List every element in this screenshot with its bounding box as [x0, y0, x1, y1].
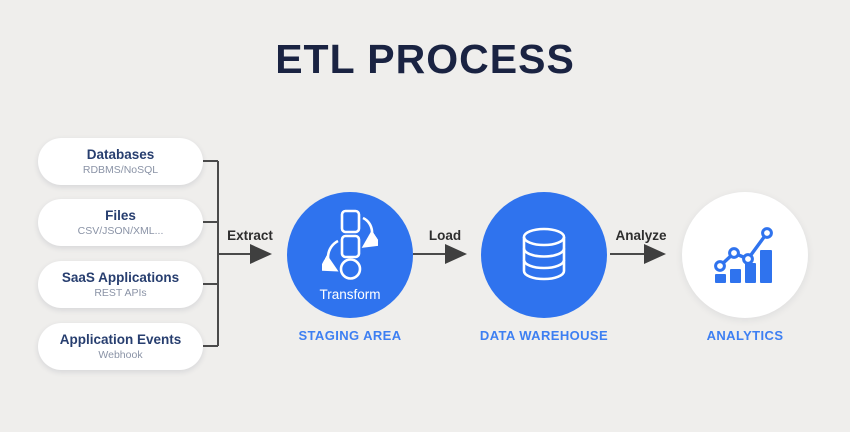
analyze-arrow-label: Analyze [615, 228, 667, 243]
data-warehouse-node [481, 192, 607, 318]
source-subtitle: CSV/JSON/XML... [77, 225, 164, 238]
source-subtitle: Webhook [98, 349, 143, 362]
load-arrow-label: Load [428, 228, 462, 243]
source-title: SaaS Applications [61, 269, 180, 285]
source-title: Databases [86, 146, 155, 162]
transform-icon [322, 209, 378, 280]
source-title: Files [105, 207, 136, 223]
staging-area-label: STAGING AREA [298, 328, 402, 343]
staging-area-node: Transform [287, 192, 413, 318]
source-box-files: Files CSV/JSON/XML... [38, 199, 203, 246]
database-icon [522, 227, 566, 281]
analytics-node [682, 192, 808, 318]
extract-arrow-label: Extract [227, 228, 273, 243]
source-subtitle: REST APIs [94, 287, 147, 300]
analytics-chart-icon [714, 227, 773, 283]
source-title: Application Events [59, 331, 182, 347]
source-box-databases: Databases RDBMS/NoSQL [38, 138, 203, 185]
data-warehouse-label: DATA WAREHOUSE [479, 328, 609, 343]
transform-label: Transform [319, 286, 381, 302]
analytics-label: ANALYTICS [706, 328, 784, 343]
source-box-application-events: Application Events Webhook [38, 323, 203, 370]
page-title: ETL PROCESS [275, 36, 575, 82]
source-box-saas-applications: SaaS Applications REST APIs [38, 261, 203, 308]
source-subtitle: RDBMS/NoSQL [82, 164, 159, 177]
